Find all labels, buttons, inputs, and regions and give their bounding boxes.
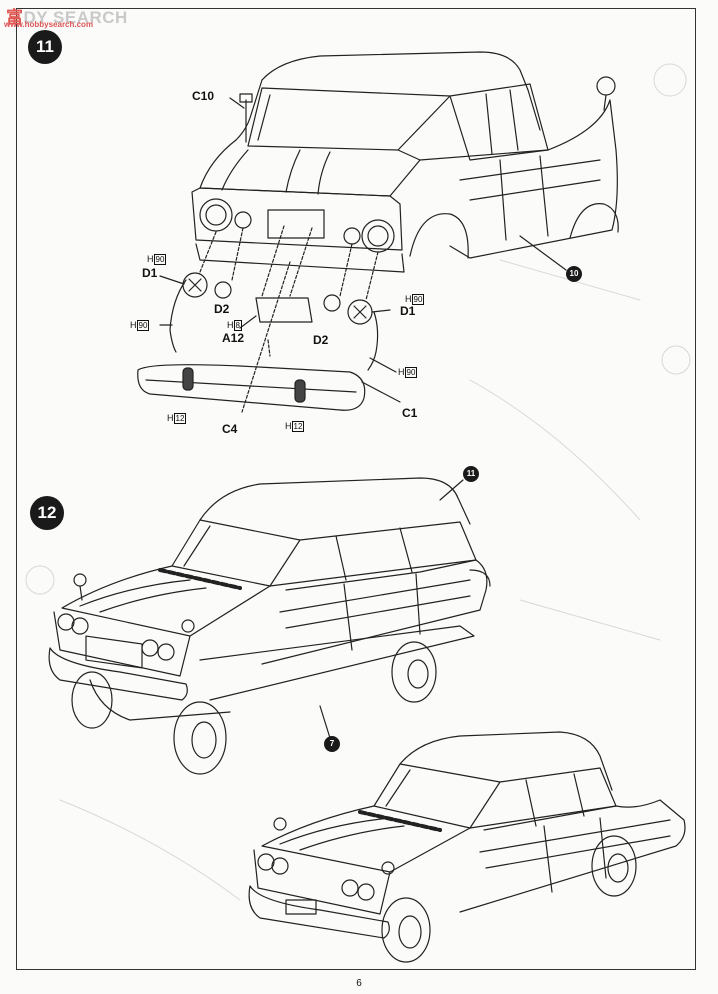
- bleed-through-lines: [25, 63, 691, 901]
- part-label-a12: A12: [222, 331, 245, 345]
- part-label-d1-right: D1: [400, 304, 416, 318]
- callout-10: 10: [566, 266, 582, 282]
- part-label-d2-left: D2: [214, 302, 230, 316]
- completed-car: [248, 731, 686, 963]
- callout-11: 11: [463, 466, 479, 482]
- watermark-url: www.hobbysearch.com: [4, 20, 94, 29]
- part-label-d2-right: D2: [313, 333, 329, 347]
- callout-7: 7: [324, 736, 340, 752]
- part-label-c10: C10: [192, 89, 215, 103]
- step12-car: [48, 477, 491, 775]
- page-number: 6: [356, 978, 362, 989]
- part-label-c4: C4: [222, 422, 238, 436]
- step-11-badge: 11: [28, 30, 62, 64]
- step11-parts: [137, 97, 567, 413]
- page-frame: [16, 8, 696, 970]
- watermark-logo: 富DY SEARCH: [6, 8, 128, 27]
- step-12-badge: 12: [30, 496, 64, 530]
- part-label-d1-left: D1: [142, 266, 158, 280]
- part-label-c1: C1: [402, 406, 418, 420]
- step11-car-body: [191, 51, 619, 273]
